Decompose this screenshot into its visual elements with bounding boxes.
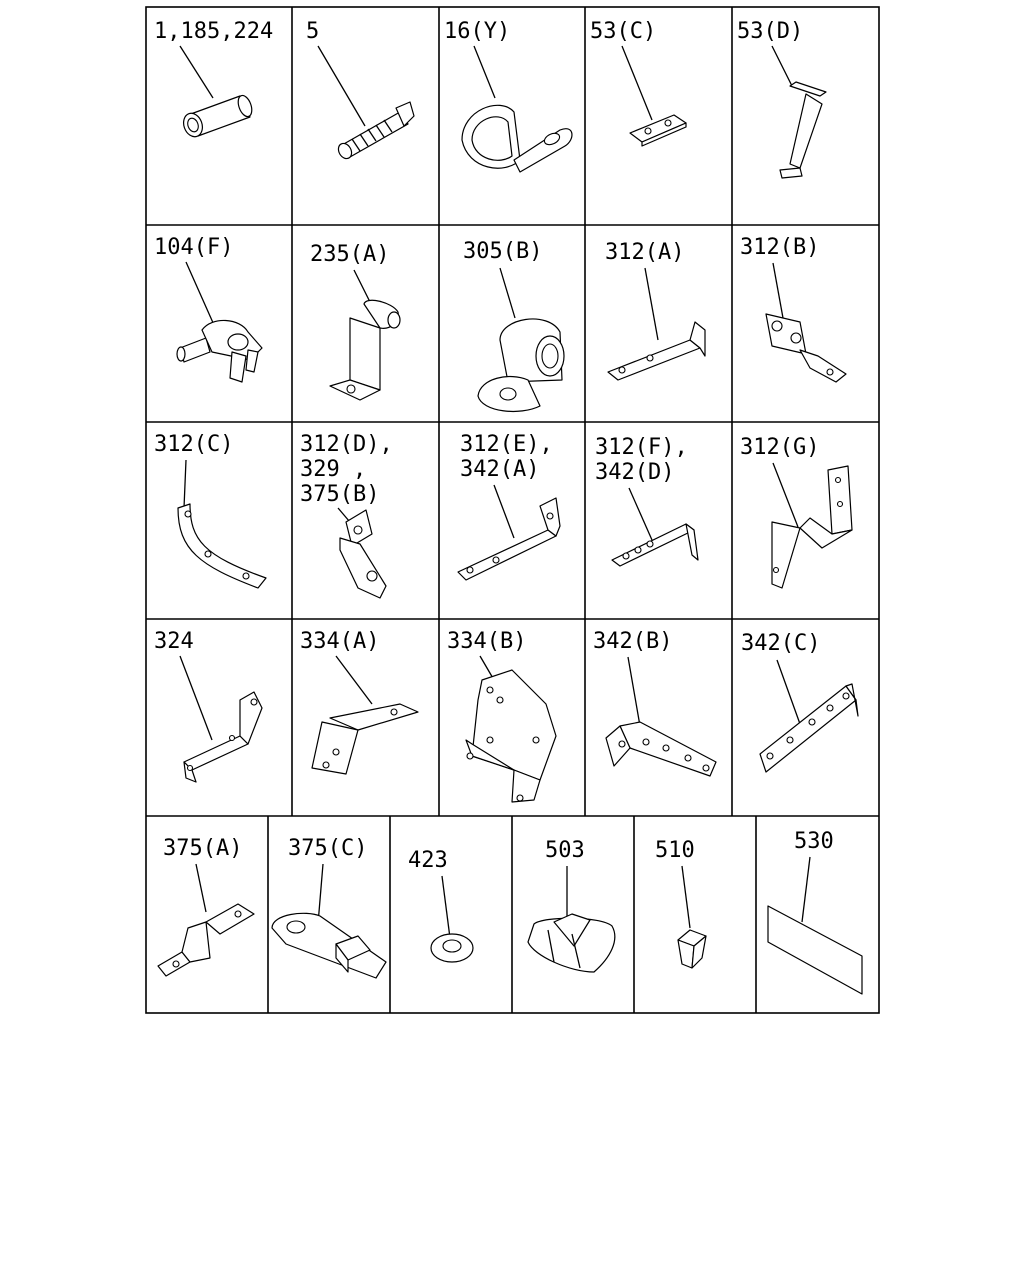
part-label: 342(C) bbox=[741, 631, 820, 656]
part-cell-bracket-342b[interactable]: 342(B) bbox=[593, 629, 717, 777]
part-cell-bracket-53d[interactable]: 53(D) bbox=[737, 19, 827, 179]
washer-drawing bbox=[430, 933, 474, 963]
collar-drawing bbox=[182, 94, 253, 138]
part-label: 342(D) bbox=[595, 460, 674, 485]
bolt-drawing bbox=[337, 101, 415, 160]
nut-510-drawing bbox=[677, 929, 707, 969]
part-cell-plate-53c[interactable]: 53(C) bbox=[590, 19, 687, 147]
bracket-312d-drawing bbox=[339, 509, 387, 599]
part-cell-clamp-305b[interactable]: 305(B) bbox=[463, 239, 565, 413]
part-label: 342(A) bbox=[460, 457, 539, 482]
part-label: 312(F), bbox=[595, 435, 688, 460]
part-cell-bracket-235a[interactable]: 235(A) bbox=[310, 242, 401, 401]
bracket-375c-drawing bbox=[271, 912, 387, 979]
part-label: 375(B) bbox=[300, 482, 379, 507]
label-sheet-drawing bbox=[767, 905, 863, 995]
part-label: 312(C) bbox=[154, 432, 233, 457]
part-label: 375(C) bbox=[288, 836, 367, 861]
bracket-235a-drawing bbox=[329, 299, 401, 401]
part-cell-clamp-16y[interactable]: 16(Y) bbox=[444, 19, 573, 173]
part-cell-label-530[interactable]: 530 bbox=[767, 829, 863, 995]
part-cell-bracket-324[interactable]: 324 bbox=[154, 629, 263, 783]
part-label: 334(A) bbox=[300, 629, 379, 654]
part-cell-bracket-312b[interactable]: 312(B) bbox=[740, 235, 847, 383]
part-label: 334(B) bbox=[447, 629, 526, 654]
part-cell-bolt[interactable]: 5 bbox=[306, 19, 415, 161]
bracket-342c-drawing bbox=[759, 683, 859, 773]
part-cell-washer-423[interactable]: 423 bbox=[408, 848, 474, 963]
part-label: 342(B) bbox=[593, 629, 672, 654]
part-label: 235(A) bbox=[310, 242, 389, 267]
bracket-312g-drawing bbox=[771, 465, 853, 589]
part-label: 53(C) bbox=[590, 19, 656, 44]
clip-503-drawing bbox=[527, 913, 616, 973]
part-label: 312(G) bbox=[740, 435, 819, 460]
part-cell-bracket-312d[interactable]: 312(D), 329 , 375(B) bbox=[300, 432, 393, 599]
part-label: 375(A) bbox=[163, 836, 242, 861]
part-cell-bracket-334a[interactable]: 334(A) bbox=[300, 629, 419, 775]
bracket-375a-drawing bbox=[157, 903, 255, 977]
part-label: 53(D) bbox=[737, 19, 803, 44]
bracket-342b-drawing bbox=[605, 721, 717, 777]
part-cell-nut-510[interactable]: 510 bbox=[655, 838, 707, 969]
part-label: 423 bbox=[408, 848, 448, 873]
part-cell-collar[interactable]: 1,185,224 bbox=[154, 19, 273, 139]
part-cell-clip-104f[interactable]: 104(F) bbox=[154, 235, 263, 383]
part-cell-clip-503[interactable]: 503 bbox=[527, 838, 616, 973]
part-label: 329 , bbox=[300, 457, 366, 482]
part-cell-bracket-312f[interactable]: 312(F), 342(D) bbox=[595, 435, 699, 567]
part-label: 312(B) bbox=[740, 235, 819, 260]
part-cell-bracket-312c[interactable]: 312(C) bbox=[154, 432, 267, 589]
part-label: 530 bbox=[794, 829, 834, 854]
bracket-312f-drawing bbox=[611, 523, 699, 567]
part-cell-bracket-342c[interactable]: 342(C) bbox=[741, 631, 859, 773]
bracket-312a-drawing bbox=[607, 321, 706, 381]
clamp-305b-drawing bbox=[477, 318, 565, 413]
part-label: 312(E), bbox=[460, 432, 553, 457]
clip-104f-drawing bbox=[176, 319, 263, 383]
part-label: 503 bbox=[545, 838, 585, 863]
bracket-324-drawing bbox=[183, 691, 263, 783]
part-label: 104(F) bbox=[154, 235, 233, 260]
clamp-drawing bbox=[461, 104, 573, 173]
bracket-53d-drawing bbox=[779, 81, 827, 179]
part-cell-bracket-375a[interactable]: 375(A) bbox=[157, 836, 255, 977]
part-label: 510 bbox=[655, 838, 695, 863]
part-cell-bracket-375c[interactable]: 375(C) bbox=[271, 836, 387, 979]
part-label: 312(D), bbox=[300, 432, 393, 457]
part-label: 305(B) bbox=[463, 239, 542, 264]
part-label: 312(A) bbox=[605, 240, 684, 265]
part-cell-bracket-312a[interactable]: 312(A) bbox=[605, 240, 706, 381]
plate-drawing bbox=[629, 114, 687, 147]
part-label: 324 bbox=[154, 629, 194, 654]
bracket-312e-drawing bbox=[457, 497, 561, 581]
bracket-334a-drawing bbox=[311, 703, 419, 775]
part-cell-bracket-312g[interactable]: 312(G) bbox=[740, 435, 853, 589]
part-label: 1,185,224 bbox=[154, 19, 273, 44]
part-cell-bracket-312e[interactable]: 312(E), 342(A) bbox=[457, 432, 561, 581]
bracket-334b-drawing bbox=[465, 669, 557, 803]
parts-grid bbox=[145, 6, 880, 1014]
bracket-312b-drawing bbox=[765, 313, 847, 383]
part-cell-bracket-334b[interactable]: 334(B) bbox=[447, 629, 557, 803]
part-label: 5 bbox=[306, 19, 319, 44]
part-label: 16(Y) bbox=[444, 19, 510, 44]
bracket-312c-drawing bbox=[177, 503, 267, 589]
